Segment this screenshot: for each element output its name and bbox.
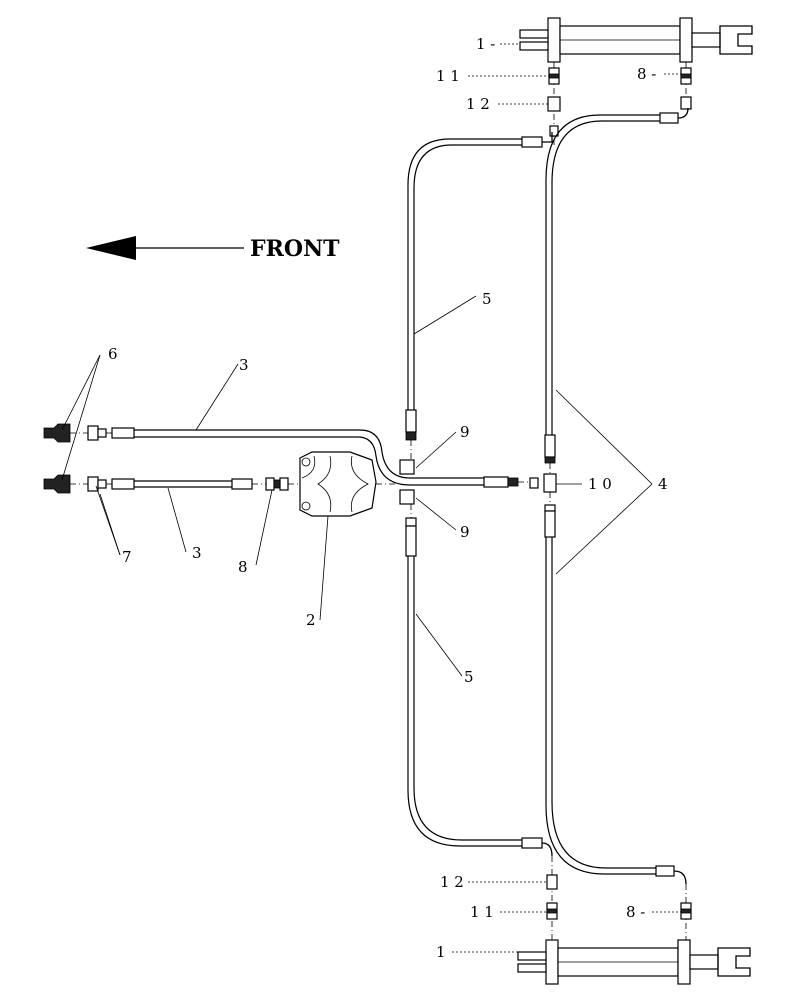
hose-3-lower <box>106 478 266 490</box>
callout-1-top: 1 - <box>476 35 495 53</box>
callout-1-bottom: 1 <box>436 943 446 961</box>
bottom-right-fittings <box>680 884 692 945</box>
hose-5-lower <box>405 525 553 857</box>
top-right-fittings <box>680 62 692 110</box>
callout-5-upper: 5 <box>482 290 492 308</box>
callout-3-upper: 3 <box>239 356 249 374</box>
callout-12-top: 1 2 <box>466 95 490 113</box>
hose-4-lower <box>544 504 687 885</box>
callout-8-bottom: 8 - <box>626 903 645 921</box>
callout-7: 7 <box>122 548 132 566</box>
callout-10: 1 0 <box>588 475 612 493</box>
callout-6: 6 <box>108 345 118 363</box>
quick-coupler-lower <box>43 474 107 494</box>
flow-divider-valve <box>299 451 398 517</box>
callout-11-bottom: 1 1 <box>470 903 494 921</box>
callout-9-lower: 9 <box>460 523 470 541</box>
tee-fitting-9-lower <box>399 489 417 527</box>
leader-lines <box>61 43 681 953</box>
hose-3-upper <box>106 427 530 488</box>
callout-11-top: 1 1 <box>436 67 460 85</box>
top-hydraulic-cylinder <box>519 17 753 63</box>
tee-fitting-10 <box>529 463 557 505</box>
hose-5-upper <box>405 132 553 441</box>
callout-12-bottom: 1 2 <box>440 873 464 891</box>
quick-coupler-upper <box>43 423 107 443</box>
callout-labels: 1 - 1 1 1 2 8 - 5 6 3 9 1 0 4 9 7 3 8 2 … <box>108 35 668 961</box>
hose-4-upper <box>544 107 689 464</box>
callout-8-top: 8 - <box>637 65 656 83</box>
fitting-8-middle <box>265 477 300 491</box>
front-direction-arrow: FRONT <box>86 236 340 262</box>
tee-fitting-9-upper <box>399 440 415 475</box>
top-left-fittings <box>547 62 561 145</box>
callout-8-middle: 8 <box>238 558 248 576</box>
callout-3-lower: 3 <box>192 544 202 562</box>
bottom-hydraulic-cylinder <box>517 939 751 985</box>
front-label: FRONT <box>250 236 340 262</box>
callout-5-lower: 5 <box>464 668 474 686</box>
callout-2: 2 <box>306 611 316 629</box>
callout-4: 4 <box>658 475 668 493</box>
bottom-left-fittings <box>546 856 558 945</box>
callout-9-upper: 9 <box>460 423 470 441</box>
